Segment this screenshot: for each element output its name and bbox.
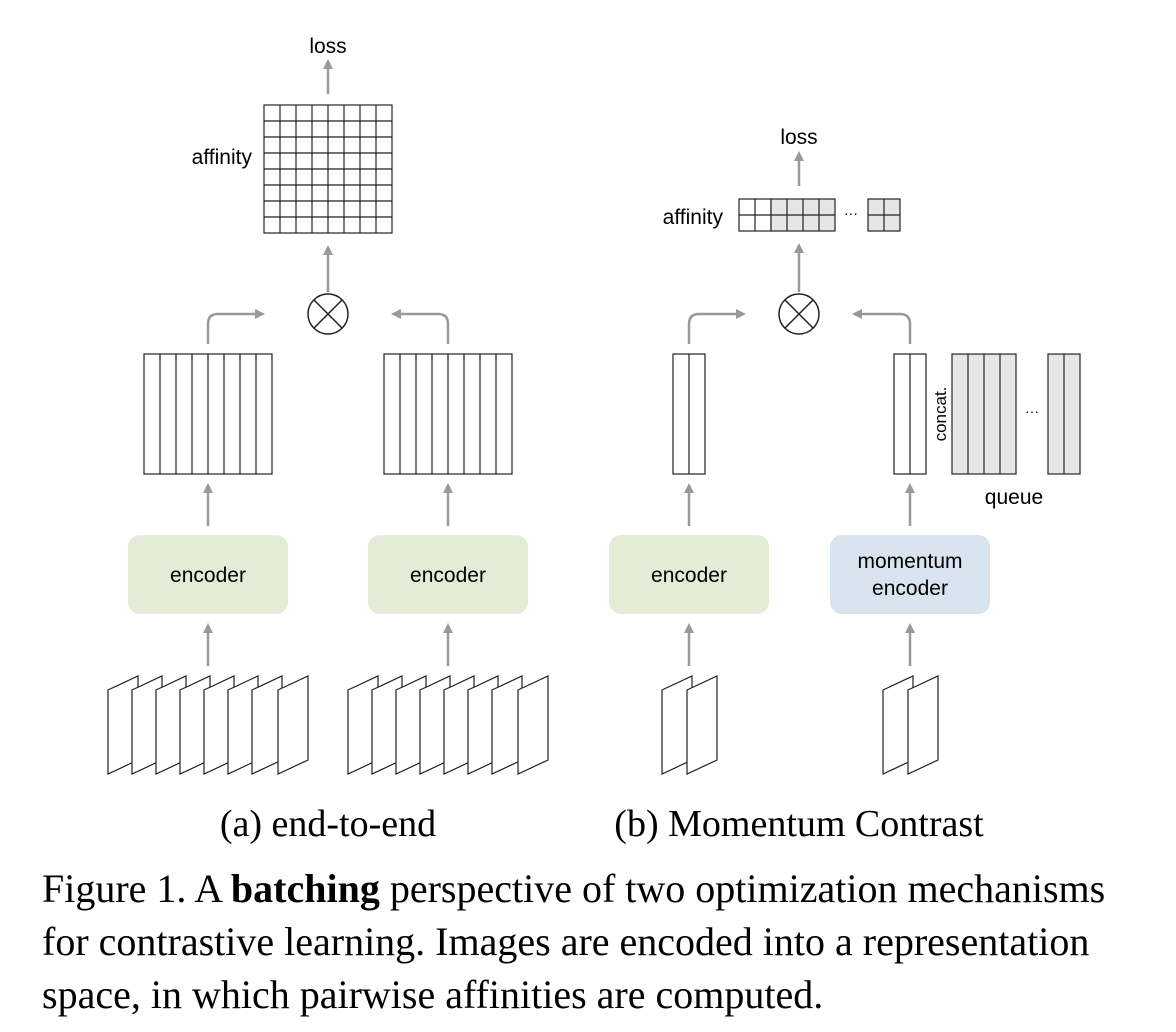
figure-caption-bold: batching (230, 866, 380, 911)
caption-a: (a) end-to-end (220, 803, 436, 845)
queue-block-b (951, 353, 1081, 475)
figure-caption-line-2: for contrastive learning. Images are enc… (42, 919, 1090, 964)
momentum-encoder-b: momentum encoder (830, 535, 990, 614)
image-stack-left-a (107, 675, 309, 775)
caption-b: (b) Momentum Contrast (614, 803, 984, 845)
encoder-b-label: encoder (651, 564, 727, 587)
momentum-encoder-label-1: momentum (857, 550, 962, 573)
multiply-icon (778, 293, 820, 335)
encoder-right-a-label: encoder (410, 564, 486, 587)
affinity-label-a: affinity (192, 146, 253, 169)
arrow-bent-right-a (391, 309, 450, 344)
encoder-b: encoder (609, 535, 769, 614)
arrow-bent-left-a (206, 309, 265, 344)
figure-caption: Figure 1. A batching perspective of two … (42, 862, 1152, 1021)
loss-label-b: loss (780, 126, 817, 149)
concat-label: concat. (931, 387, 950, 442)
figure-caption-line1-rest: perspective of two optimization mechanis… (379, 866, 1106, 911)
figure-caption-line-3: space, in which pairwise affinities are … (42, 972, 824, 1017)
affinity-row-b (738, 198, 901, 232)
encoder-left-a: encoder (128, 535, 288, 614)
panel-a: loss affinity enco (107, 35, 549, 845)
queue-ellipsis-b: ··· (1025, 403, 1039, 419)
affinity-matrix-a (263, 104, 393, 234)
image-stack-query-b (661, 675, 718, 775)
multiply-icon (307, 293, 349, 335)
figure-caption-prefix: Figure 1. A (42, 866, 231, 911)
encoder-right-a: encoder (368, 535, 528, 614)
image-stack-right-a (347, 675, 549, 775)
arrow-bent-left-b (687, 309, 746, 344)
features-left-a (143, 353, 273, 475)
affinity-ellipsis-b: ··· (844, 205, 858, 221)
encoder-left-a-label: encoder (170, 564, 246, 587)
arrow-bent-right-b (852, 309, 912, 344)
features-right-a (383, 353, 513, 475)
figure-caption-line-1: Figure 1. A batching perspective of two … (42, 862, 1152, 915)
image-stack-key-b (882, 675, 939, 775)
affinity-label-b: affinity (663, 206, 724, 229)
momentum-encoder-label-2: encoder (872, 577, 948, 600)
query-features-b (672, 353, 706, 475)
panel-b: loss affinity ··· concat. (609, 126, 1081, 845)
queue-label: queue (985, 486, 1043, 509)
loss-label-a: loss (309, 35, 346, 58)
key-features-b (893, 353, 927, 475)
